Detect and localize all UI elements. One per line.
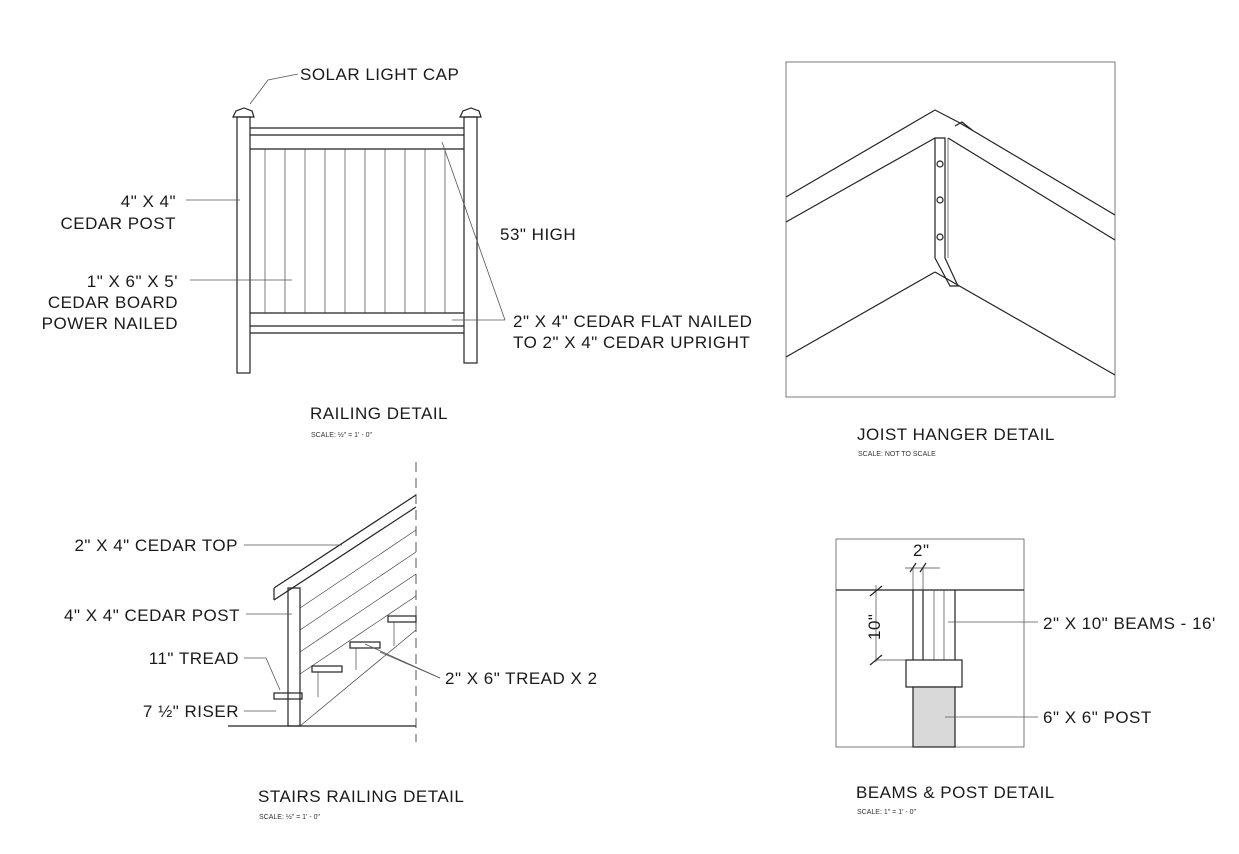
stairs-tread-label: 11" TREAD — [149, 649, 239, 668]
joist-title: JOIST HANGER DETAIL — [857, 425, 1055, 444]
joist-frame — [785, 61, 1116, 398]
board-label-line3: POWER NAILED — [42, 314, 178, 333]
stairs-top-label: 2" X 4" CEDAR TOP — [74, 536, 238, 555]
stairs-post-label: 4" X 4" CEDAR POST — [64, 606, 240, 625]
stairs-tread2-label: 2" X 6" TREAD X 2 — [445, 669, 598, 688]
solar-light-cap-label: SOLAR LIGHT CAP — [300, 65, 459, 84]
nail-hole-icon — [936, 160, 944, 168]
joist-hanger-detail: JOIST HANGER DETAIL SCALE: NOT TO SCALE — [785, 61, 1116, 458]
stairs-railing-detail: 2" X 4" CEDAR TOP 4" X 4" CEDAR POST 11"… — [64, 462, 598, 821]
right-cap-icon — [459, 107, 482, 118]
post-label: 6" X 6" POST — [1043, 708, 1152, 727]
post-label-line2: CEDAR POST — [60, 214, 176, 233]
joist-scale: SCALE: NOT TO SCALE — [858, 451, 936, 458]
dim-2-label: 2" — [913, 541, 930, 560]
stairs-riser-label: 7 ½" RISER — [143, 702, 239, 721]
tread — [387, 615, 417, 623]
railing-left-post — [236, 116, 251, 374]
cedar-boards — [264, 149, 446, 313]
height-label: 53" HIGH — [500, 225, 576, 244]
post-label-line1: 4" X 4" — [121, 192, 176, 211]
flat-label-line1: 2" X 4" CEDAR FLAT NAILED — [513, 312, 752, 331]
nail-hole-icon — [936, 196, 944, 204]
tread — [273, 692, 303, 700]
beams-post-detail: 2" 10" 2" X 10" BEAMS - 16' 6" X 6" POST… — [835, 538, 1216, 816]
stairs-scale: SCALE: ½" = 1' - 0" — [259, 813, 320, 821]
board-label-line2: CEDAR BOARD — [48, 293, 178, 312]
railing-right-post — [463, 116, 478, 364]
tread — [311, 665, 343, 673]
nail-hole-icon — [936, 233, 944, 241]
stairs-title: STAIRS RAILING DETAIL — [258, 787, 464, 806]
post-cap — [905, 659, 963, 688]
railing-scale: SCALE: ½" = 1' - 0" — [311, 431, 372, 439]
beams-scale: SCALE: 1" = 1' - 0" — [857, 809, 917, 816]
tread — [349, 641, 381, 649]
railing-title: RAILING DETAIL — [310, 404, 448, 423]
flat-label-line2: TO 2" X 4" CEDAR UPRIGHT — [513, 333, 750, 352]
board-label-line1: 1" X 6" X 5' — [87, 272, 178, 291]
dim-10-label: 10" — [865, 614, 884, 640]
beams-title: BEAMS & POST DETAIL — [856, 783, 1055, 802]
railing-detail: SOLAR LIGHT CAP 4" X 4" CEDAR POST 1" X … — [42, 65, 752, 439]
beams-label: 2" X 10" BEAMS - 16' — [1043, 614, 1216, 633]
joist-hanger-plate — [934, 137, 959, 287]
stairs-post — [287, 587, 301, 727]
solar-light-cap-icon — [232, 107, 255, 118]
